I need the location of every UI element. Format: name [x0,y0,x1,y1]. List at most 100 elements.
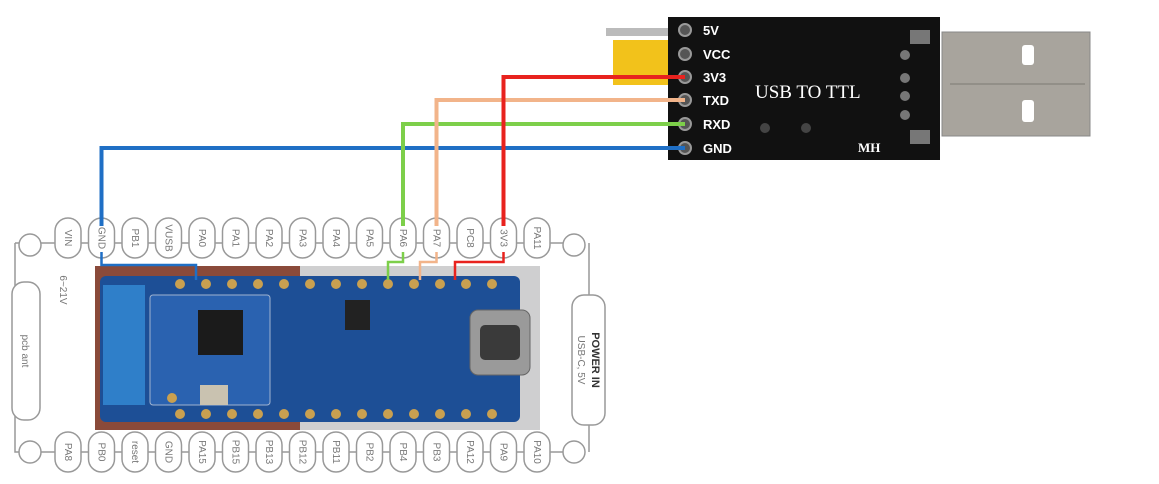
pad [175,409,185,419]
top-pin-pa5: PA5 [355,217,384,259]
adapter-pin-rxd: RXD [678,117,730,132]
pad [201,279,211,289]
top-pin-pa11: PA11 [523,217,551,259]
bottom-pin-pb13: PB13 [255,431,283,473]
pin-label: PA5 [364,229,375,248]
pin-label: PA3 [297,229,308,248]
mount-hole [562,440,586,464]
top-pin-vin: VIN [54,217,82,259]
pad [435,409,445,419]
wires [99,75,685,280]
pin-label: PB12 [297,440,308,465]
antenna-box [11,281,41,421]
pad [253,279,263,289]
pad [435,279,445,289]
bottom-pin-pa15: PA15 [188,431,216,473]
pin-label: PA1 [230,229,241,248]
pin-label: reset [129,441,140,463]
pin-label: PA15 [196,440,207,464]
pad [383,279,393,289]
top-pin-pc8: PC8 [456,217,484,259]
board-trace-gnd [100,252,198,280]
adapter-pin-label: 3V3 [703,70,726,85]
board-pads [175,279,497,419]
pin-label: PA11 [531,227,542,250]
pin-label: PA9 [498,443,509,462]
pad [331,279,341,289]
top-pin-pa1: PA1 [221,217,250,259]
pin-label: PA12 [464,440,475,464]
wire-txd-to-pa7 [434,98,685,226]
bottom-pin-pb0: PB0 [87,431,116,473]
top-pin-pa0: PA0 [188,217,216,259]
pad [409,409,419,419]
bottom-pin-pa8: PA8 [54,431,82,473]
pad [357,409,367,419]
bottom-pin-pb2: PB2 [355,431,384,473]
adapter-pin-3v3: 3V3 [678,70,726,85]
top-pin-pa3: PA3 [288,217,317,259]
adapter-pin-vcc: VCC [678,47,731,62]
pin-label: PB2 [364,443,375,462]
bottom-pin-reset: reset [121,431,149,473]
power-in-sublabel: USB-C, 5V [575,336,586,385]
bottom-pin-gnd: GND [154,431,183,473]
pad [357,279,367,289]
adapter-pin-label: VCC [703,47,731,62]
pin-label: PA6 [397,229,408,248]
pin-label: PA2 [263,229,274,248]
pad [461,409,471,419]
pin-label: PB3 [431,443,442,462]
top-pin-pa4: PA4 [322,217,350,259]
adapter-pin-label: 5V [703,23,719,38]
pin-label: VUSB [163,224,174,252]
wire-gnd-to-gnd [99,146,685,226]
pad [487,409,497,419]
bottom-pin-pa10: PA10 [523,431,551,473]
adapter-pin-label: TXD [703,93,729,108]
adapter-maker: MH [858,140,880,155]
adapter-pin-label: GND [703,141,732,156]
bottom-pin-pa9: PA9 [489,431,518,473]
pad [279,279,289,289]
adapter-pcb [668,17,940,160]
pin-label: PA0 [196,229,207,248]
power-in-box [571,294,606,426]
adapter-pin-txd: TXD [678,93,729,108]
wire-rxd-to-pa6 [401,122,685,226]
pin-label: 3V3 [498,229,509,247]
pin-label: PB1 [129,229,140,248]
pad [409,279,419,289]
pad [253,409,263,419]
pad [461,279,471,289]
pin-label: PB15 [230,440,241,465]
pad [305,279,315,289]
mount-hole [562,233,586,257]
pad [331,409,341,419]
pin-label: PB13 [263,440,274,465]
adapter-pin-5v: 5V [678,23,719,38]
pin-label: PC8 [464,228,475,248]
bottom-pin-pb4: PB4 [389,431,417,473]
mount-hole [18,233,42,257]
pad [383,409,393,419]
pin-label: VIN [62,230,73,247]
pad [305,409,315,419]
mount-hole [18,440,42,464]
board-trace-3v3 [453,252,505,280]
adapter-pin-label: RXD [703,117,730,132]
power-in-label: POWER IN [589,332,601,388]
top-pin-pa2: PA2 [255,217,283,259]
top-pin-vusb: VUSB [154,217,183,259]
pin-label: GND [163,441,174,463]
top-pin-pb1: PB1 [121,217,149,259]
mcu-chip [198,310,243,355]
pin-label: PB11 [330,440,341,464]
pin-label: PA10 [531,440,542,464]
bottom-pin-pb12: PB12 [288,431,317,473]
board-photo [95,266,540,430]
